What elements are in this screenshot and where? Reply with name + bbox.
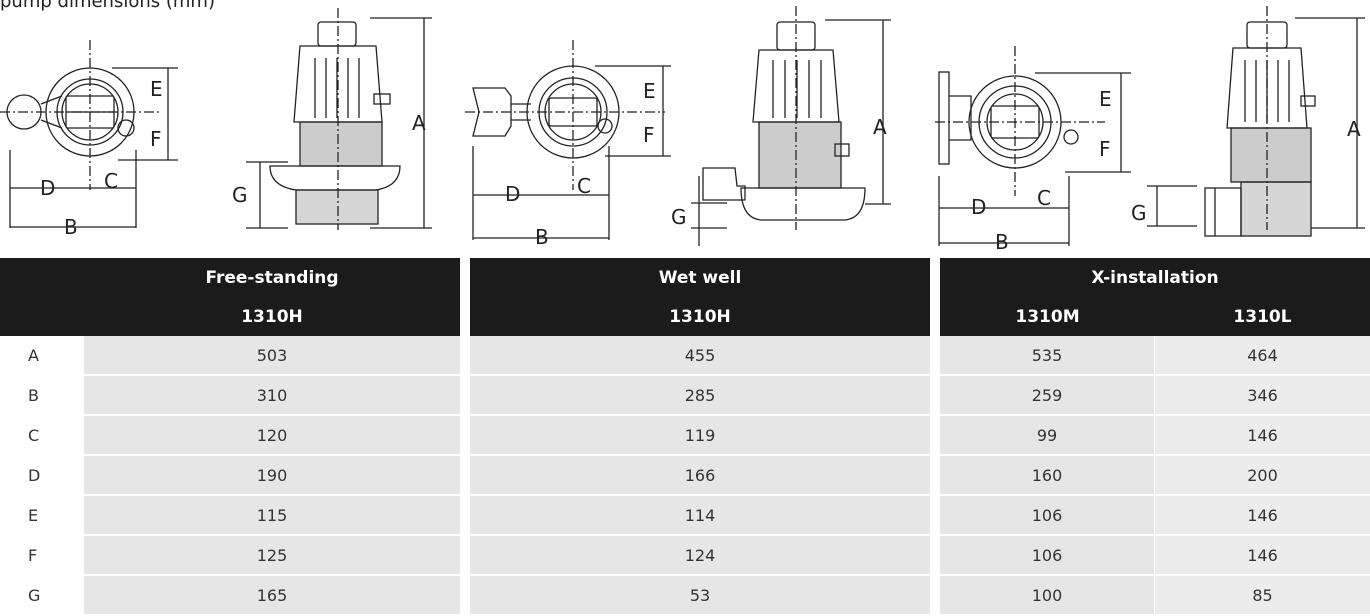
table-row: 455 [470, 336, 930, 376]
row-label: E [0, 496, 84, 536]
value-cell: 166 [470, 456, 930, 496]
section-title: Free-standing [84, 258, 460, 297]
value-cell: 310 [84, 376, 460, 416]
row-label: G [0, 576, 84, 616]
table-row: 53 [470, 576, 930, 616]
value-cell: 106 [940, 496, 1155, 536]
dim-label-c: C [577, 174, 591, 198]
dim-label-b: B [64, 215, 78, 239]
table-row: 166 [470, 456, 930, 496]
row-label: F [0, 536, 84, 576]
table-row: 124 [470, 536, 930, 576]
dim-label-f: F [150, 127, 162, 151]
table-header-empty [0, 258, 84, 297]
dim-label-f: F [643, 123, 655, 147]
dim-label-d: D [971, 195, 986, 219]
value-cell: 115 [84, 496, 460, 536]
x-installation-drawing: E F D C B A G [935, 6, 1365, 254]
value-cell: 99 [940, 416, 1155, 456]
value-cell: 146 [1155, 416, 1370, 456]
dim-label-e: E [1099, 87, 1112, 111]
dim-label-a: A [873, 115, 887, 139]
value-cell: 124 [470, 536, 930, 576]
section-title: X-installation [940, 258, 1370, 297]
dim-label-f: F [1099, 137, 1111, 161]
dim-label-e: E [150, 77, 163, 101]
dim-label-e: E [643, 79, 656, 103]
value-cell: 100 [940, 576, 1155, 616]
value-cell: 535 [940, 336, 1155, 376]
value-cell: 285 [470, 376, 930, 416]
value-cell: 146 [1155, 496, 1370, 536]
value-cell: 455 [470, 336, 930, 376]
row-label: A [0, 336, 84, 376]
value-cell: 146 [1155, 536, 1370, 576]
dim-label-b: B [535, 225, 549, 249]
table-row: 285 [470, 376, 930, 416]
table-header-empty [0, 297, 84, 336]
table-row: 114 [470, 496, 930, 536]
value-cell: 120 [84, 416, 460, 456]
value-cell: 346 [1155, 376, 1370, 416]
dim-label-c: C [1037, 186, 1051, 210]
section-title: Wet well [470, 258, 930, 297]
dim-label-a: A [1347, 117, 1361, 141]
dim-label-a: A [412, 111, 426, 135]
table-row: 119 [470, 416, 930, 456]
free-standing-drawing: E F D C B A G [0, 8, 432, 239]
row-label: D [0, 456, 84, 496]
dim-label-g: G [671, 205, 687, 229]
value-cell: 464 [1155, 336, 1370, 376]
value-cell: 200 [1155, 456, 1370, 496]
dim-label-d: D [505, 182, 520, 206]
dim-label-g: G [1131, 201, 1147, 225]
caption: pump dimensions (mm) [0, 0, 215, 12]
model-header: 1310L [1155, 297, 1370, 336]
wet-well-drawing: E F D C B A G [465, 6, 891, 249]
value-cell: 85 [1155, 576, 1370, 616]
row-label: C [0, 416, 84, 456]
value-cell: 106 [940, 536, 1155, 576]
value-cell: 125 [84, 536, 460, 576]
row-label: B [0, 376, 84, 416]
model-header: 1310H [84, 297, 460, 336]
wet-well-table: Wet well 1310H 455 285 119 166 114 124 5… [470, 258, 930, 616]
dim-label-d: D [40, 176, 55, 200]
value-cell: 114 [470, 496, 930, 536]
value-cell: 53 [470, 576, 930, 616]
model-header: 1310H [470, 297, 930, 336]
dim-label-b: B [995, 230, 1009, 254]
value-cell: 160 [940, 456, 1155, 496]
value-cell: 119 [470, 416, 930, 456]
value-cell: 190 [84, 456, 460, 496]
value-cell: 259 [940, 376, 1155, 416]
value-cell: 165 [84, 576, 460, 616]
dim-label-g: G [232, 183, 248, 207]
dim-label-c: C [104, 169, 118, 193]
model-header: 1310M [940, 297, 1155, 336]
value-cell: 503 [84, 336, 460, 376]
